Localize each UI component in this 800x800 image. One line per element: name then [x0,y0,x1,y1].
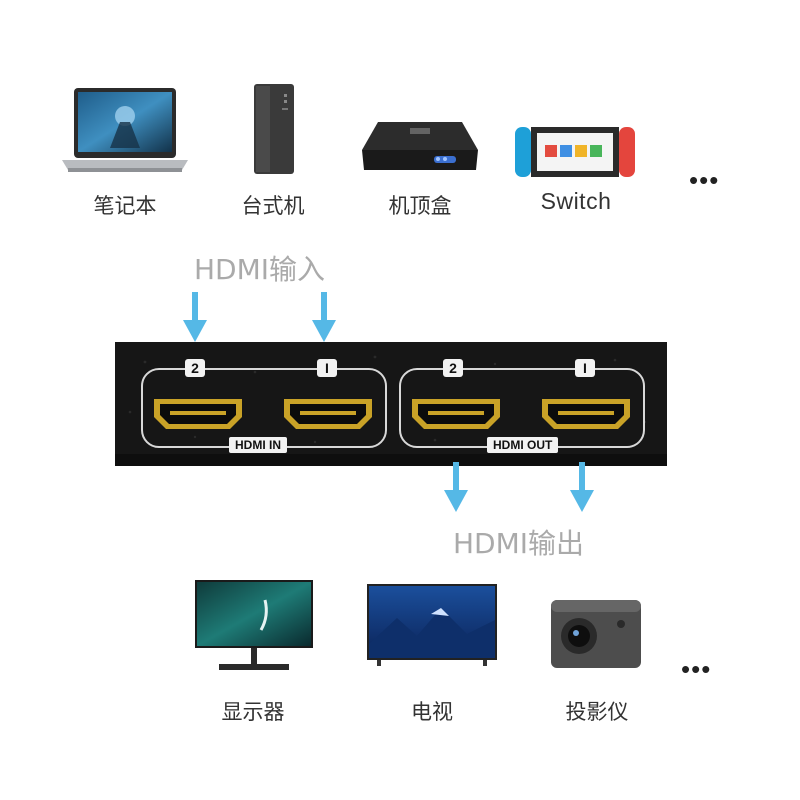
output-arrow-2 [569,462,595,514]
more-sources-ellipsis: ••• [689,165,720,195]
hdmi-out-port-1[interactable] [540,397,632,431]
display-label-projector: 投影仪 [565,700,629,724]
hdmi-input-caption: HDMI输入 [194,253,326,286]
output-arrow-1 [443,462,469,514]
hdmi-out-port-2[interactable] [410,397,502,431]
laptop-icon [60,88,190,176]
display-label-tv: 电视 [411,700,453,724]
hdmi-in-port-2[interactable] [152,397,244,431]
hdmi-output-caption: HDMI输出 [453,527,585,560]
hdmi-out-tag: HDMI OUT [487,437,559,453]
source-label-switch: Switch [540,188,612,214]
input-arrow-2 [311,292,337,344]
tv-icon [367,584,497,668]
source-label-desktop: 台式机 [241,194,305,218]
input-arrow-1 [182,292,208,344]
out-port-2-badge: 2 [443,359,463,377]
source-label-set-top-box: 机顶盒 [388,194,452,218]
in-port-2-badge: 2 [185,359,205,377]
source-label-laptop: 笔记本 [93,194,157,218]
monitor-icon [195,580,313,672]
hdmi-in-port-1[interactable] [282,397,374,431]
projector-icon [549,596,643,672]
display-label-monitor: 显示器 [221,700,285,724]
more-displays-ellipsis: ••• [681,654,712,684]
hdmi-in-tag: HDMI IN [229,437,287,453]
desktop-tower-icon [250,84,298,176]
out-port-1-badge: I [575,359,595,377]
set-top-box-icon [360,120,480,178]
game-console-icon [515,125,635,180]
in-port-1-badge: I [317,359,337,377]
